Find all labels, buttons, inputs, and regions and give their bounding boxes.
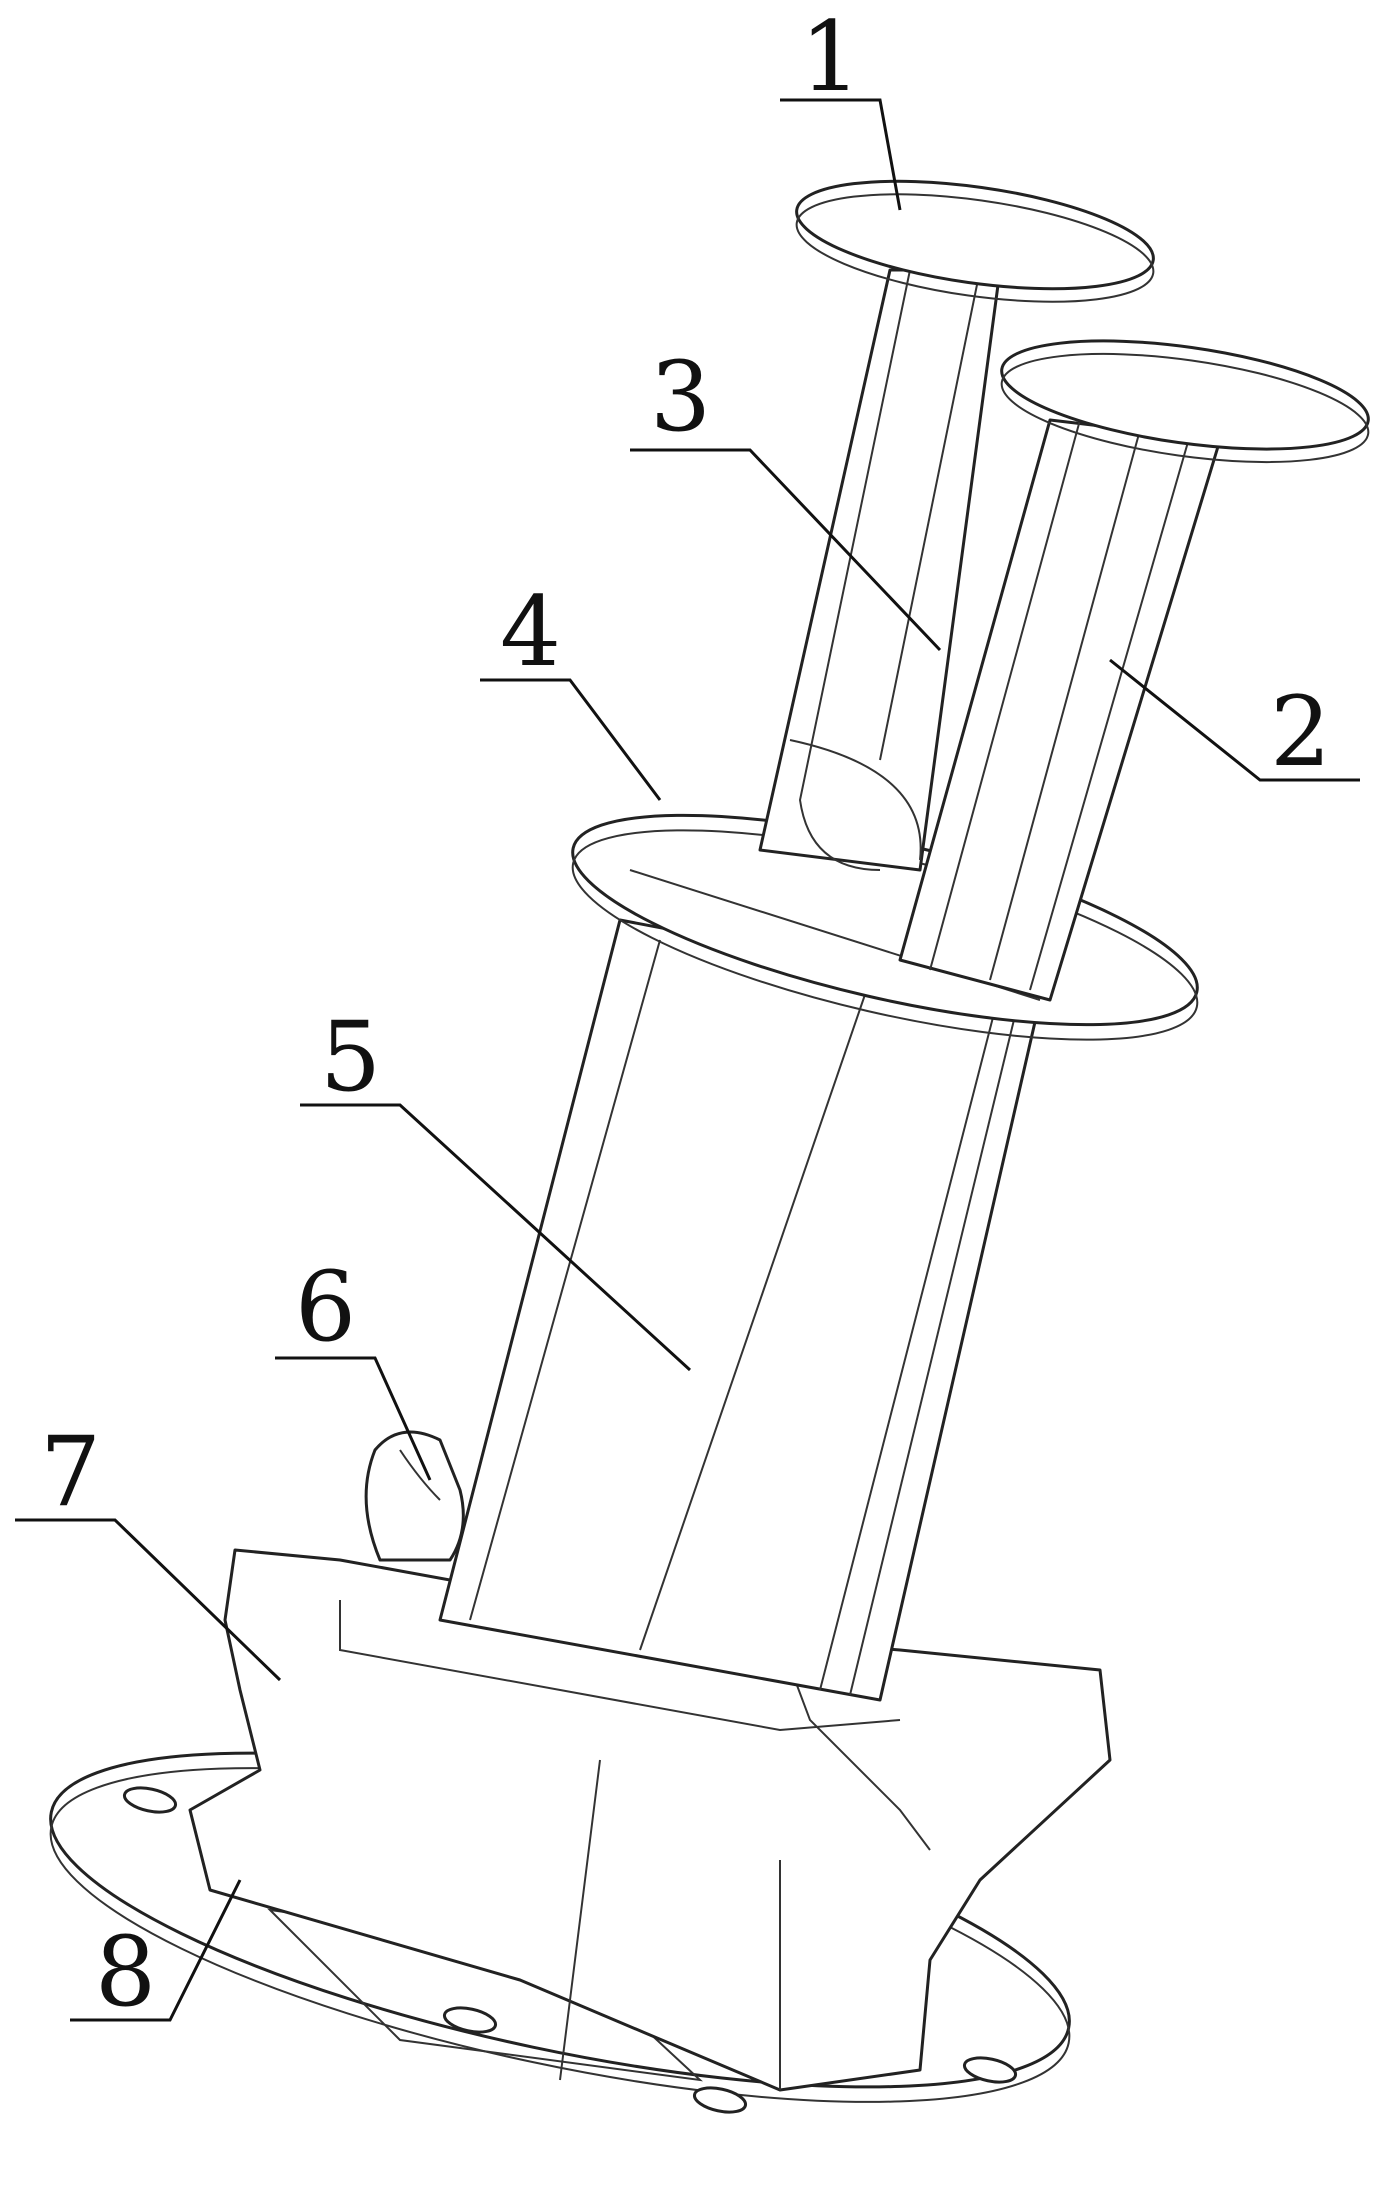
flange-hole [962, 2056, 1018, 2084]
label-3: 3 [650, 341, 711, 453]
top-disc-1 [795, 179, 1155, 303]
leader-3 [630, 448, 942, 652]
label-1: 1 [800, 1, 861, 113]
label-7: 7 [40, 1416, 101, 1528]
label-5: 5 [320, 1001, 381, 1113]
leader-5 [300, 1103, 692, 1372]
rear-column [898, 418, 1222, 1002]
label-2: 2 [1270, 676, 1331, 788]
flange-hole [692, 2086, 748, 2114]
leader-1 [780, 98, 902, 211]
flange-hole [442, 2006, 498, 2034]
leader-6 [275, 1356, 432, 1481]
leader-7 [15, 1518, 282, 1682]
side-lug [364, 1430, 465, 1562]
leader-lines [15, 98, 1360, 2022]
top-disc-2 [1000, 339, 1370, 464]
flange-hole [122, 1786, 178, 1814]
label-6: 6 [295, 1251, 356, 1363]
leader-4 [480, 678, 662, 801]
leader-8 [70, 1879, 242, 2022]
label-8: 8 [95, 1916, 156, 2028]
label-4: 4 [500, 576, 561, 688]
leader-2 [1109, 658, 1360, 782]
main-column [438, 918, 1042, 1702]
labels: 1 2 3 4 5 6 7 8 [40, 1, 1331, 2028]
